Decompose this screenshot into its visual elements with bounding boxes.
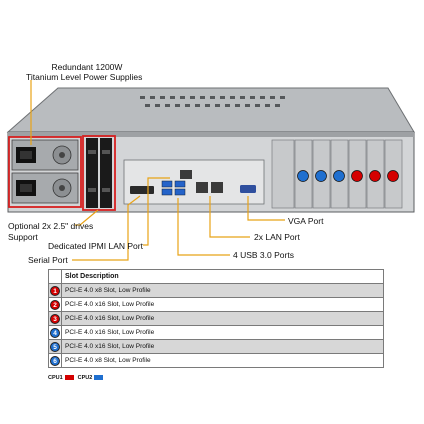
power-supply-callout-line1: Redundant 1200W: [51, 62, 123, 72]
pcie-slot-markers: [297, 170, 399, 182]
slot-number-badge: 3: [50, 313, 60, 324]
slot-number-badge: 5: [50, 341, 60, 352]
slot-number-badge: 1: [50, 285, 60, 296]
slot-number-badge: 2: [50, 299, 60, 310]
vga-port-shape: [240, 185, 256, 193]
slot-description-cell: PCI-E 4.0 x16 Slot, Low Profile: [61, 297, 384, 312]
drives-callout-line2: Support: [8, 232, 38, 242]
drives-leader: [75, 209, 99, 226]
rear-panel-top-lip: [8, 132, 414, 137]
ipmi-leader: [143, 177, 170, 246]
serial-port-callout: Serial Port: [28, 255, 68, 265]
drives-callout-line1: Optional 2x 2.5" drives: [8, 221, 94, 231]
slot-number-badge: 6: [50, 355, 60, 366]
lan-ports-callout: 2x LAN Port: [254, 232, 300, 242]
power-supply-callout-line2: Titanium Level Power Supplies: [26, 72, 143, 82]
power-supply-2: [11, 172, 79, 204]
drive-highlight-box: [82, 135, 116, 211]
lan-leader: [209, 196, 250, 238]
slot-number-cell: 5: [48, 339, 62, 354]
table-header-num: [48, 269, 62, 284]
table-header-row: Slot Description: [48, 269, 384, 284]
slot-number-cell: 2: [48, 297, 62, 312]
serial-leader: [72, 195, 141, 261]
slot-number-cell: 3: [48, 311, 62, 326]
ipmi-lan-port-shape: [180, 170, 192, 179]
slot-description-cell: PCI-E 4.0 x16 Slot, Low Profile: [61, 325, 384, 340]
chassis-top-panel: [6, 87, 415, 133]
lan-port-1-shape: [196, 182, 208, 193]
table-header-description: Slot Description: [61, 269, 384, 284]
slot-description-cell: PCI-E 4.0 x8 Slot, Low Profile: [61, 283, 384, 298]
usb-leader: [177, 198, 230, 256]
slot-number-badge: 4: [50, 327, 60, 338]
drive-bays: [86, 138, 112, 208]
callout-leader-lines: [30, 80, 285, 261]
slot-number-cell: 6: [48, 353, 62, 368]
power-supply-1: [11, 139, 79, 171]
power-supply-callout: Redundant 1200W: [42, 62, 132, 72]
lan-port-2-shape: [211, 182, 223, 193]
cpu2-legend-swatch: [94, 375, 104, 381]
vga-leader: [247, 196, 285, 221]
cpu-legend: CPU1 CPU2: [48, 375, 107, 381]
slot-description-cell: PCI-E 4.0 x16 Slot, Low Profile: [61, 339, 384, 354]
vga-port-callout: VGA Port: [288, 216, 324, 226]
slot-description-cell: PCI-E 4.0 x16 Slot, Low Profile: [61, 311, 384, 326]
cpu2-legend-label: CPU2: [77, 375, 93, 381]
slot-number-cell: 1: [48, 283, 62, 298]
slot-description-cell: PCI-E 4.0 x8 Slot, Low Profile: [61, 353, 384, 368]
io-shield: [123, 159, 265, 205]
cpu1-legend-label: CPU1: [48, 375, 63, 381]
usb-ports-callout: 4 USB 3.0 Ports: [233, 250, 294, 260]
usb-ports-shape: [161, 180, 186, 196]
serial-port-shape: [130, 186, 154, 194]
psu-highlight-box: [8, 136, 82, 208]
slot-number-cell: 4: [48, 325, 62, 340]
ipmi-lan-callout: Dedicated IPMI LAN Port: [48, 241, 143, 251]
cpu1-legend-swatch: [64, 375, 74, 381]
chassis-vent-holes: [140, 96, 285, 107]
